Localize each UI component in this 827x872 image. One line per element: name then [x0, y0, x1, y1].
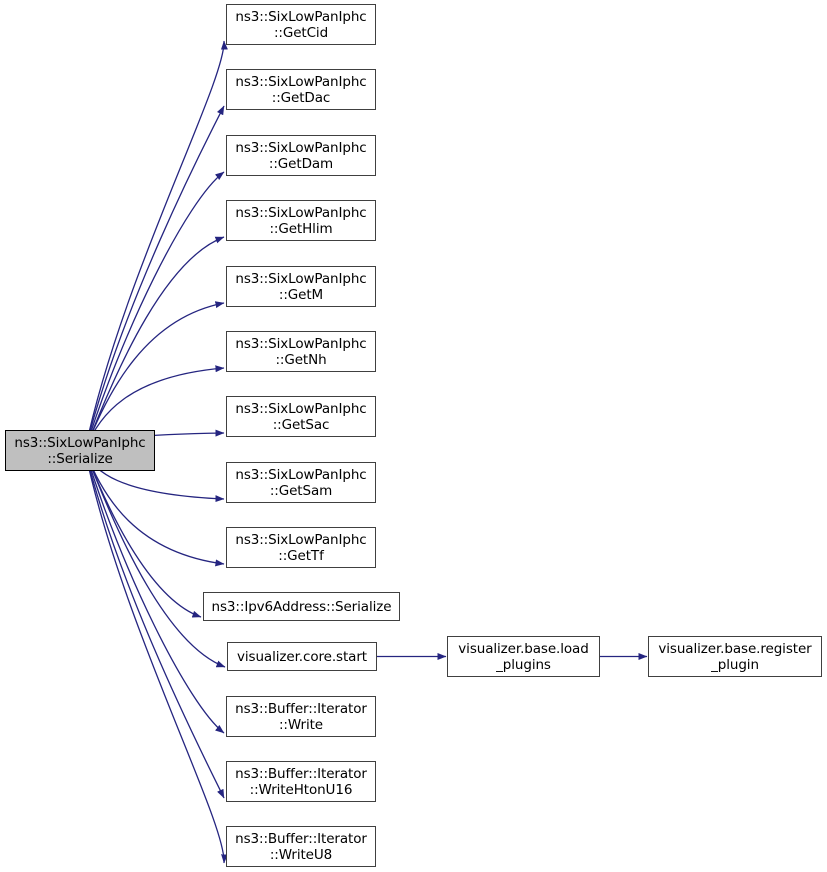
graph-node-serialize: ns3::SixLowPanIphc ::Serialize — [5, 430, 155, 471]
graph-node-label: ns3::SixLowPanIphc ::GetNh — [235, 335, 367, 368]
graph-edge-serialize-to-bufwriteu8 — [84, 450, 229, 864]
graph-node-getdam[interactable]: ns3::SixLowPanIphc ::GetDam — [226, 135, 376, 176]
graph-edge-serialize-to-getdam — [84, 171, 225, 451]
graph-node-label: visualizer.base.load _plugins — [458, 640, 589, 673]
graph-edge-serialize-to-corestart — [84, 450, 226, 668]
graph-node-label: ns3::SixLowPanIphc ::GetDam — [235, 139, 367, 172]
graph-node-label: ns3::SixLowPanIphc ::GetTf — [235, 531, 367, 564]
graph-node-bufwriteu8[interactable]: ns3::Buffer::Iterator ::WriteU8 — [226, 826, 376, 867]
graph-node-label: ns3::Buffer::Iterator ::Write — [235, 700, 367, 733]
graph-node-label: ns3::Ipv6Address::Serialize — [211, 598, 392, 615]
graph-node-loadplugins[interactable]: visualizer.base.load _plugins — [447, 636, 600, 677]
graph-node-label: ns3::Buffer::Iterator ::WriteHtonU16 — [235, 765, 367, 798]
graph-node-label: visualizer.base.register _plugin — [658, 640, 812, 673]
graph-node-registerplugin[interactable]: visualizer.base.register _plugin — [648, 636, 822, 677]
graph-node-label: ns3::SixLowPanIphc ::GetCid — [235, 8, 367, 41]
graph-node-label: ns3::SixLowPanIphc ::GetM — [235, 270, 367, 303]
graph-node-ipv6serialize[interactable]: ns3::Ipv6Address::Serialize — [203, 592, 400, 621]
graph-edge-serialize-to-getm — [84, 301, 225, 451]
graph-node-getnh[interactable]: ns3::SixLowPanIphc ::GetNh — [226, 331, 376, 372]
graph-node-getm[interactable]: ns3::SixLowPanIphc ::GetM — [226, 266, 376, 307]
graph-node-label: ns3::Buffer::Iterator ::WriteU8 — [235, 830, 367, 863]
graph-node-getsam[interactable]: ns3::SixLowPanIphc ::GetSam — [226, 462, 376, 503]
graph-node-bufhton16[interactable]: ns3::Buffer::Iterator ::WriteHtonU16 — [226, 761, 376, 802]
graph-edge-serialize-to-gethlim — [84, 236, 225, 451]
graph-node-getsac[interactable]: ns3::SixLowPanIphc ::GetSac — [226, 396, 376, 437]
graph-node-label: ns3::SixLowPanIphc ::GetSac — [235, 400, 367, 433]
graph-edge-serialize-to-ipv6serialize — [84, 450, 202, 618]
graph-node-gettf[interactable]: ns3::SixLowPanIphc ::GetTf — [226, 527, 376, 568]
graph-edge-serialize-to-getcid — [84, 40, 228, 451]
graph-node-bufwrite[interactable]: ns3::Buffer::Iterator ::Write — [226, 696, 376, 737]
graph-node-getcid[interactable]: ns3::SixLowPanIphc ::GetCid — [226, 4, 376, 45]
graph-node-label: ns3::SixLowPanIphc ::GetDac — [235, 73, 367, 106]
graph-edge-serialize-to-bufhton16 — [84, 450, 225, 799]
graph-node-label: visualizer.core.start — [237, 648, 367, 665]
graph-node-corestart[interactable]: visualizer.core.start — [227, 642, 377, 671]
graph-node-label: ns3::SixLowPanIphc ::Serialize — [14, 434, 146, 467]
graph-node-label: ns3::SixLowPanIphc ::GetSam — [235, 466, 367, 499]
graph-node-getdac[interactable]: ns3::SixLowPanIphc ::GetDac — [226, 69, 376, 110]
graph-node-label: ns3::SixLowPanIphc ::GetHlim — [235, 204, 367, 237]
graph-edge-serialize-to-getdac — [84, 105, 225, 451]
graph-node-gethlim[interactable]: ns3::SixLowPanIphc ::GetHlim — [226, 200, 376, 241]
